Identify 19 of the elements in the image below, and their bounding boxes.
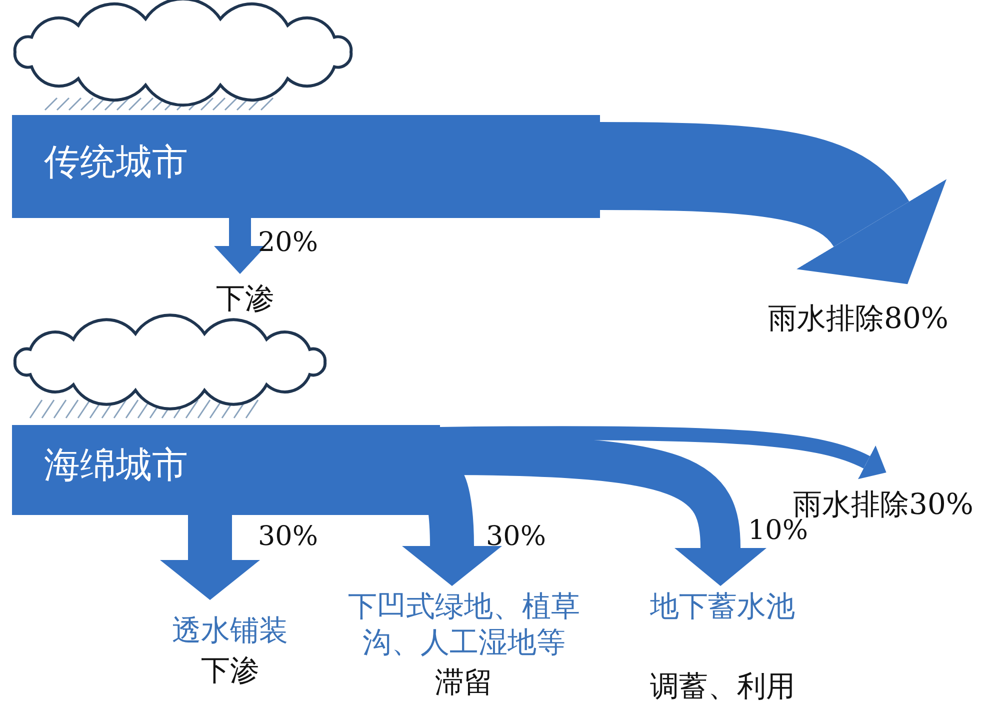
- measure-label: 地下蓄水池: [649, 588, 796, 624]
- flow-arrow: [214, 218, 266, 274]
- band-title: 传统城市: [44, 142, 188, 182]
- flow-band: [12, 425, 440, 515]
- outcome-label: 调蓄、利用: [649, 668, 796, 702]
- outcome-label: 滞留: [434, 664, 494, 700]
- measure-label: 下凹式绿地、植草沟、人工湿地等: [347, 588, 581, 660]
- flow-arrow: [440, 426, 887, 480]
- outcome-label: 下渗: [215, 280, 275, 316]
- edge-label: 30%: [486, 522, 546, 552]
- outcome-label: 下渗: [200, 652, 260, 688]
- edge-label: 30%: [258, 522, 318, 552]
- band-title: 海绵城市: [44, 446, 188, 486]
- measure-label: 透水铺装: [171, 612, 289, 648]
- flow-arrow: [160, 515, 260, 600]
- edge-label: 20%: [258, 228, 318, 258]
- edge-label: 10%: [748, 516, 808, 546]
- outcome-label: 雨水排除80%: [768, 300, 950, 336]
- flow-band: [12, 115, 600, 218]
